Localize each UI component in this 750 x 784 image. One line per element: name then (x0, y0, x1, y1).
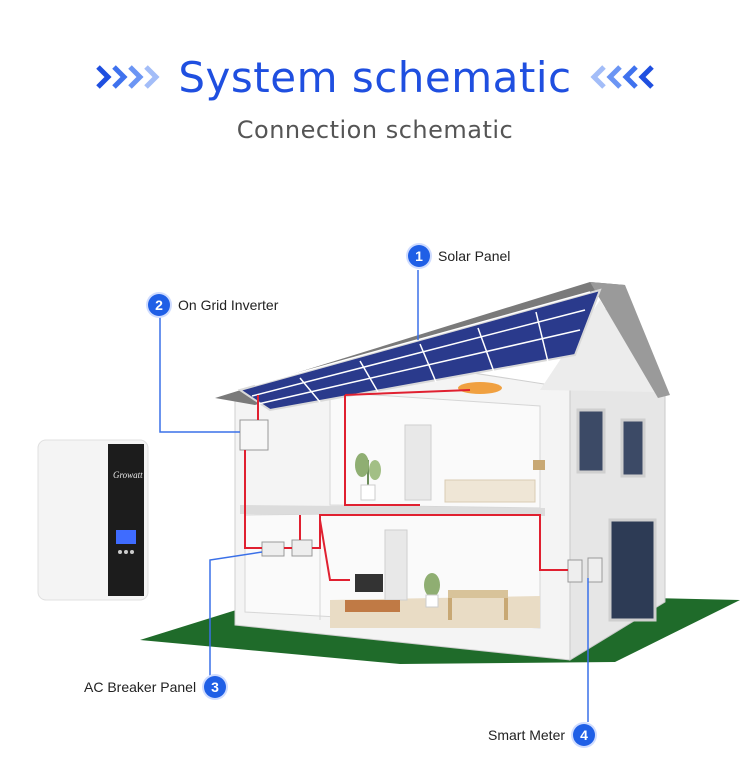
wiring (244, 389, 568, 581)
chevron-right-icon (94, 62, 164, 92)
smart-meter-unit (567, 559, 583, 583)
callout-smart-meter: 4 Smart Meter (488, 724, 596, 746)
header: System schematic (0, 50, 750, 104)
callout-label: Smart Meter (488, 727, 566, 743)
callout-label: AC Breaker Panel (84, 679, 197, 695)
solar-panel-array (237, 288, 602, 412)
callout-number: 2 (148, 294, 170, 316)
window (620, 418, 646, 478)
callout-number: 3 (204, 676, 227, 698)
callout-label: Solar Panel (438, 248, 511, 264)
plant-icon (355, 453, 381, 501)
page-subtitle: Connection schematic (236, 116, 514, 144)
inverter-unit (239, 419, 269, 451)
callout-on-grid-inverter: 2 On Grid Inverter (148, 294, 278, 316)
growatt-logo: Growatt (113, 470, 143, 480)
page-title: System schematic (178, 52, 572, 102)
callout-label: On Grid Inverter (178, 297, 279, 313)
callout-ac-breaker-panel: 3 AC Breaker Panel (84, 676, 227, 698)
window (576, 408, 606, 474)
house-gable (540, 300, 655, 392)
breaker-panel-unit (261, 541, 285, 557)
callout-solar-panel: 1 Solar Panel (408, 245, 510, 267)
callout-number: 4 (573, 724, 596, 746)
chevron-left-icon (586, 62, 656, 92)
growatt-inverter-device: Growatt (37, 439, 149, 601)
door (608, 518, 657, 622)
callout-number: 1 (408, 245, 430, 267)
leader-lines (159, 270, 589, 722)
